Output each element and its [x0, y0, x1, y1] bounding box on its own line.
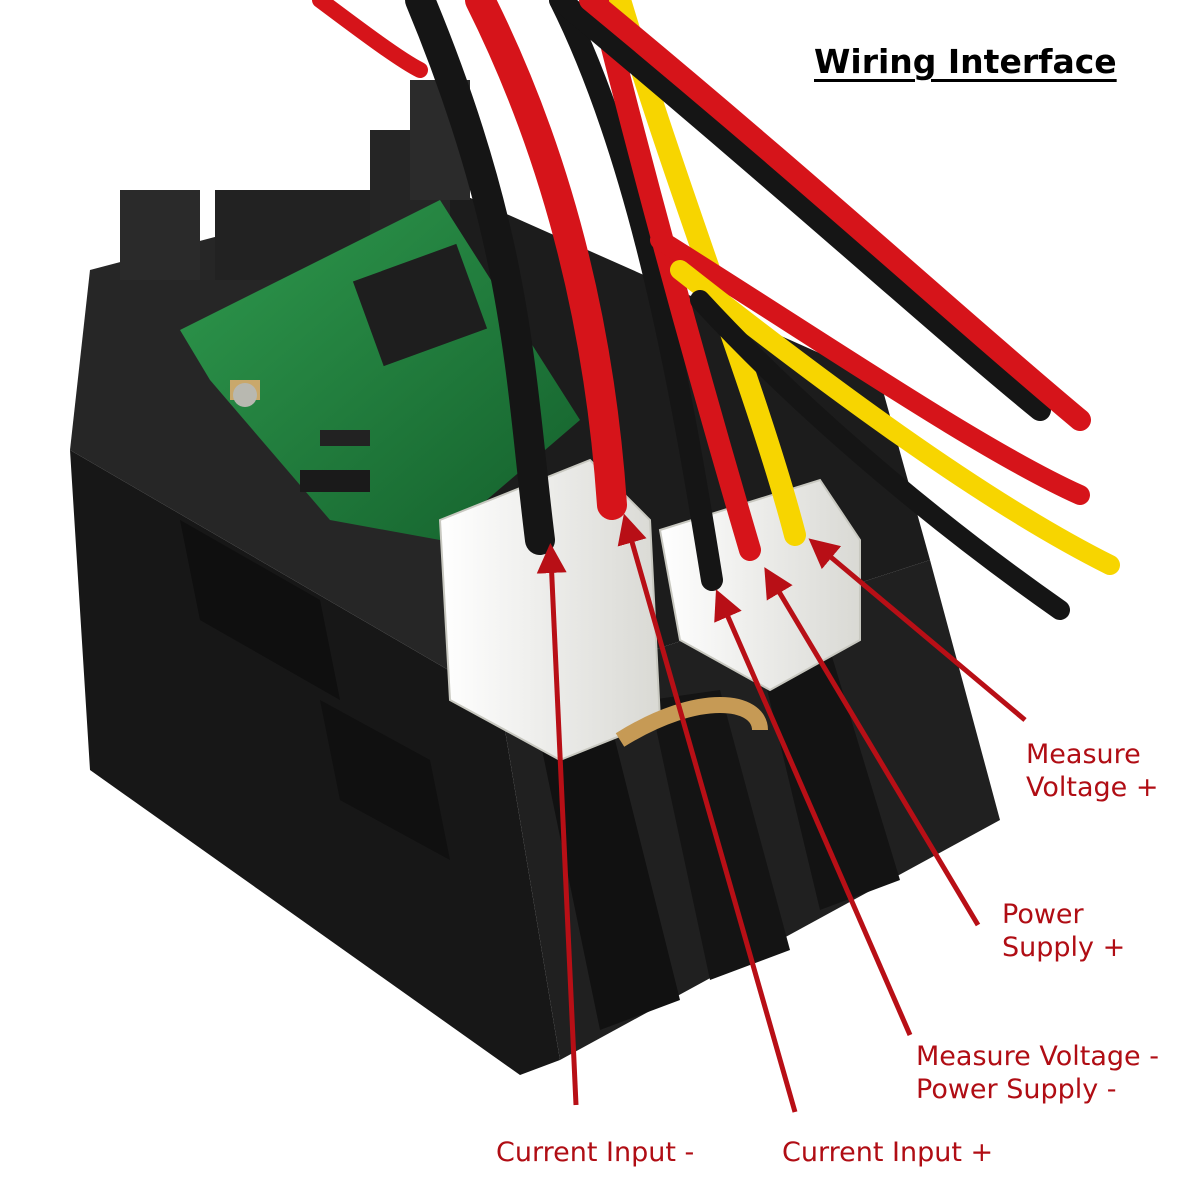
circuit-board	[180, 200, 580, 540]
arrow-power-supply-plus	[764, 567, 981, 927]
label-power-supply-plus: Power Supply +	[1002, 898, 1125, 964]
label-measure-voltage-plus: Measure Voltage +	[1026, 738, 1158, 804]
label-current-input-plus: Current Input +	[782, 1137, 994, 1168]
arrow-current-input-plus	[617, 513, 798, 1113]
wire-bundle	[312, 0, 1120, 620]
arrow-measure-voltage-minus	[714, 589, 913, 1036]
label-line: Voltage +	[1026, 772, 1159, 803]
label-line: Measure	[1026, 739, 1141, 770]
label-line: Power	[1002, 899, 1084, 930]
label-line: Power Supply -	[916, 1074, 1117, 1105]
label-line: Supply +	[1002, 932, 1126, 963]
label-line: Measure Voltage -	[916, 1041, 1159, 1072]
terminal-connectors	[438, 458, 861, 762]
arrow-overlay	[536, 513, 1027, 1113]
label-measure-voltage-minus: Measure Voltage - Power Supply -	[916, 1040, 1159, 1106]
arrow-measure-voltage-plus	[808, 538, 1027, 722]
arrow-current-input-minus	[536, 543, 579, 1106]
page-title: Wiring Interface	[814, 42, 1117, 81]
label-current-input-minus: Current Input -	[496, 1137, 695, 1168]
